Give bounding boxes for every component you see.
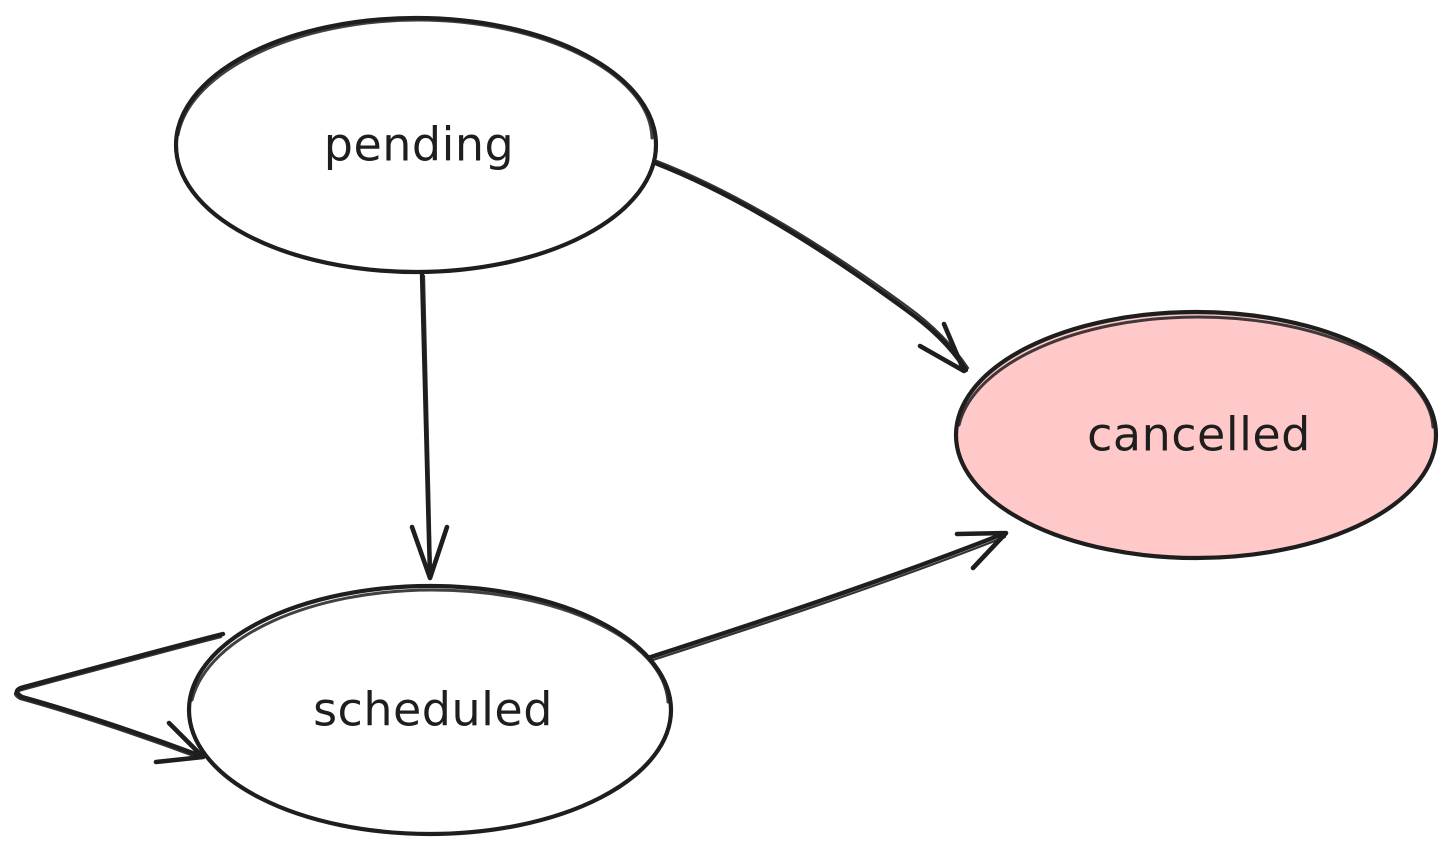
edge-scheduled-to-cancelled-line [645,531,1006,661]
edge-scheduled-self-loop-line-ghost [13,635,223,760]
node-pending[interactable]: pending [173,15,659,275]
edge-pending-to-cancelled-arrowhead [917,321,967,374]
edge-scheduled-self-loop[interactable] [13,631,226,765]
node-cancelled-ellipse [953,309,1439,561]
edge-pending-to-scheduled-line-ghost [422,274,433,576]
edge-pending-to-cancelled-line [652,160,969,373]
edge-scheduled-self-loop-line [14,631,226,759]
node-scheduled-ellipse [186,583,674,837]
edge-pending-to-scheduled-line [419,271,433,579]
edge-scheduled-self-loop-arrowhead [153,720,206,765]
edge-pending-to-scheduled[interactable] [409,271,450,581]
edge-pending-to-cancelled[interactable] [652,159,970,374]
edge-scheduled-to-cancelled[interactable] [645,530,1009,663]
node-pending-ellipse [173,15,659,275]
edge-pending-to-cancelled-line-ghost [655,159,970,370]
edge-pending-to-scheduled-arrowhead [409,524,450,581]
node-pending-ellipse-sketch [176,18,654,140]
node-scheduled-label: scheduled [313,683,553,737]
node-pending-label: pending [324,118,515,172]
node-scheduled[interactable]: scheduled [186,583,674,837]
edge-scheduled-to-cancelled-line-ghost [648,535,1007,663]
edge-scheduled-to-cancelled-arrowhead [954,530,1009,571]
node-scheduled-ellipse-sketch [190,588,670,704]
node-cancelled-ellipse-sketch [957,315,1435,429]
node-cancelled-label: cancelled [1087,408,1311,462]
node-cancelled[interactable]: cancelled [953,309,1439,561]
